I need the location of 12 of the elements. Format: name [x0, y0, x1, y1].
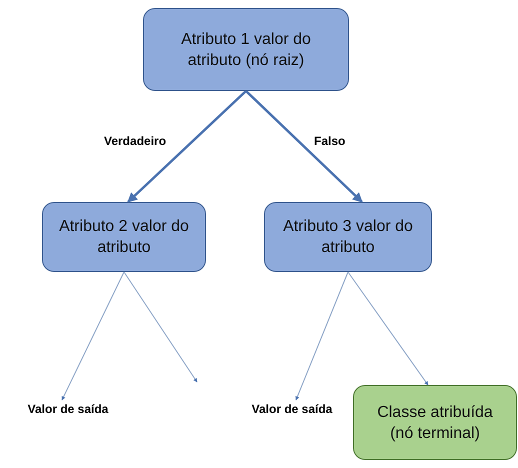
arrow	[296, 272, 348, 400]
output-text: Valor de saída	[244, 400, 340, 418]
arrow	[62, 272, 124, 400]
arrow	[245, 90, 363, 203]
leaf-node-box: Classe atribuída (nó terminal)	[353, 385, 517, 460]
decision-node-box: Atributo 1 valor do atributo (nó raiz)	[143, 8, 349, 91]
decision-node-box: Atributo 2 valor do atributo	[42, 202, 206, 272]
decision-node-box: Atributo 3 valor do atributo	[264, 202, 432, 272]
arrow	[127, 90, 247, 203]
output-text: Valor de saída	[20, 400, 116, 418]
arrow	[124, 272, 198, 382]
arrow	[348, 272, 428, 386]
